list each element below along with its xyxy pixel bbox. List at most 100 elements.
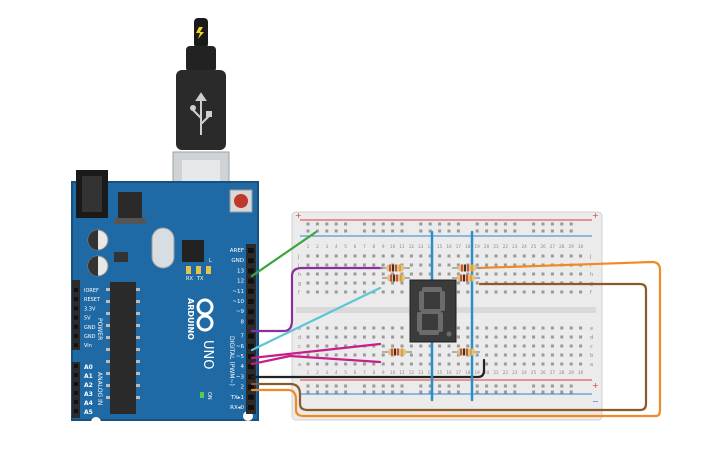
- breadboard-hole[interactable]: [381, 335, 385, 339]
- digital-pin[interactable]: [248, 343, 254, 349]
- breadboard-hole[interactable]: [513, 290, 517, 294]
- breadboard-hole[interactable]: [569, 326, 573, 330]
- breadboard-hole[interactable]: [579, 362, 583, 366]
- breadboard-hole[interactable]: [485, 272, 489, 276]
- analog-pin[interactable]: [74, 382, 78, 386]
- breadboard-hole[interactable]: [325, 362, 329, 366]
- breadboard-hole[interactable]: [456, 281, 460, 285]
- rail-hole[interactable]: [334, 384, 338, 388]
- breadboard-hole[interactable]: [532, 254, 536, 258]
- breadboard-hole[interactable]: [353, 353, 357, 357]
- breadboard-hole[interactable]: [513, 326, 517, 330]
- breadboard-hole[interactable]: [522, 344, 526, 348]
- breadboard-hole[interactable]: [315, 263, 319, 267]
- breadboard-hole[interactable]: [315, 326, 319, 330]
- breadboard-hole[interactable]: [475, 326, 479, 330]
- rail-hole[interactable]: [344, 384, 348, 388]
- breadboard-hole[interactable]: [381, 254, 385, 258]
- breadboard-hole[interactable]: [372, 326, 376, 330]
- rail-hole[interactable]: [475, 229, 479, 233]
- breadboard-hole[interactable]: [334, 335, 338, 339]
- breadboard-hole[interactable]: [428, 344, 432, 348]
- breadboard-hole[interactable]: [306, 335, 310, 339]
- rail-hole[interactable]: [438, 222, 442, 226]
- breadboard-hole[interactable]: [315, 353, 319, 357]
- breadboard-hole[interactable]: [550, 335, 554, 339]
- power-pin[interactable]: [74, 324, 78, 329]
- rail-hole[interactable]: [475, 384, 479, 388]
- rail-hole[interactable]: [550, 222, 554, 226]
- rail-hole[interactable]: [456, 222, 460, 226]
- rail-hole[interactable]: [503, 384, 507, 388]
- rail-hole[interactable]: [494, 390, 498, 394]
- breadboard-hole[interactable]: [550, 344, 554, 348]
- breadboard-hole[interactable]: [466, 326, 470, 330]
- rail-hole[interactable]: [381, 384, 385, 388]
- breadboard-hole[interactable]: [334, 272, 338, 276]
- rail-hole[interactable]: [334, 222, 338, 226]
- breadboard-hole[interactable]: [315, 344, 319, 348]
- breadboard-hole[interactable]: [325, 326, 329, 330]
- breadboard-hole[interactable]: [550, 353, 554, 357]
- breadboard-hole[interactable]: [325, 263, 329, 267]
- rail-hole[interactable]: [438, 384, 442, 388]
- breadboard-hole[interactable]: [428, 353, 432, 357]
- breadboard-hole[interactable]: [419, 344, 423, 348]
- breadboard-hole[interactable]: [475, 272, 479, 276]
- breadboard-hole[interactable]: [522, 326, 526, 330]
- breadboard-hole[interactable]: [400, 290, 404, 294]
- rail-hole[interactable]: [325, 229, 329, 233]
- breadboard-hole[interactable]: [541, 272, 545, 276]
- breadboard-hole[interactable]: [372, 362, 376, 366]
- breadboard-hole[interactable]: [400, 344, 404, 348]
- rail-hole[interactable]: [560, 229, 564, 233]
- rail-hole[interactable]: [475, 390, 479, 394]
- rail-hole[interactable]: [362, 390, 366, 394]
- breadboard-hole[interactable]: [569, 362, 573, 366]
- breadboard-hole[interactable]: [560, 362, 564, 366]
- breadboard-hole[interactable]: [315, 290, 319, 294]
- breadboard-hole[interactable]: [325, 353, 329, 357]
- breadboard-hole[interactable]: [466, 290, 470, 294]
- breadboard-hole[interactable]: [569, 344, 573, 348]
- digital-pin[interactable]: [248, 309, 254, 315]
- breadboard-hole[interactable]: [485, 362, 489, 366]
- rail-hole[interactable]: [334, 390, 338, 394]
- breadboard-hole[interactable]: [391, 290, 395, 294]
- breadboard-hole[interactable]: [334, 254, 338, 258]
- breadboard-hole[interactable]: [372, 335, 376, 339]
- breadboard-hole[interactable]: [306, 263, 310, 267]
- breadboard-hole[interactable]: [381, 326, 385, 330]
- breadboard-hole[interactable]: [541, 335, 545, 339]
- breadboard-hole[interactable]: [362, 335, 366, 339]
- analog-pin[interactable]: [74, 400, 78, 404]
- breadboard-hole[interactable]: [560, 254, 564, 258]
- rail-hole[interactable]: [400, 222, 404, 226]
- rail-hole[interactable]: [560, 222, 564, 226]
- breadboard-hole[interactable]: [438, 362, 442, 366]
- breadboard-hole[interactable]: [362, 254, 366, 258]
- breadboard-hole[interactable]: [400, 272, 404, 276]
- breadboard-hole[interactable]: [325, 290, 329, 294]
- breadboard-hole[interactable]: [381, 353, 385, 357]
- rail-hole[interactable]: [419, 384, 423, 388]
- breadboard-hole[interactable]: [391, 344, 395, 348]
- breadboard-hole[interactable]: [344, 362, 348, 366]
- breadboard-hole[interactable]: [438, 254, 442, 258]
- breadboard-hole[interactable]: [560, 272, 564, 276]
- rail-hole[interactable]: [372, 222, 376, 226]
- breadboard-hole[interactable]: [456, 344, 460, 348]
- breadboard-hole[interactable]: [466, 335, 470, 339]
- breadboard-hole[interactable]: [428, 272, 432, 276]
- breadboard-hole[interactable]: [560, 335, 564, 339]
- breadboard-hole[interactable]: [522, 272, 526, 276]
- rail-hole[interactable]: [438, 390, 442, 394]
- rail-hole[interactable]: [532, 229, 536, 233]
- breadboard-hole[interactable]: [494, 335, 498, 339]
- breadboard-hole[interactable]: [560, 290, 564, 294]
- rail-hole[interactable]: [362, 384, 366, 388]
- rail-hole[interactable]: [419, 229, 423, 233]
- breadboard-hole[interactable]: [532, 362, 536, 366]
- breadboard-hole[interactable]: [475, 353, 479, 357]
- breadboard-hole[interactable]: [306, 353, 310, 357]
